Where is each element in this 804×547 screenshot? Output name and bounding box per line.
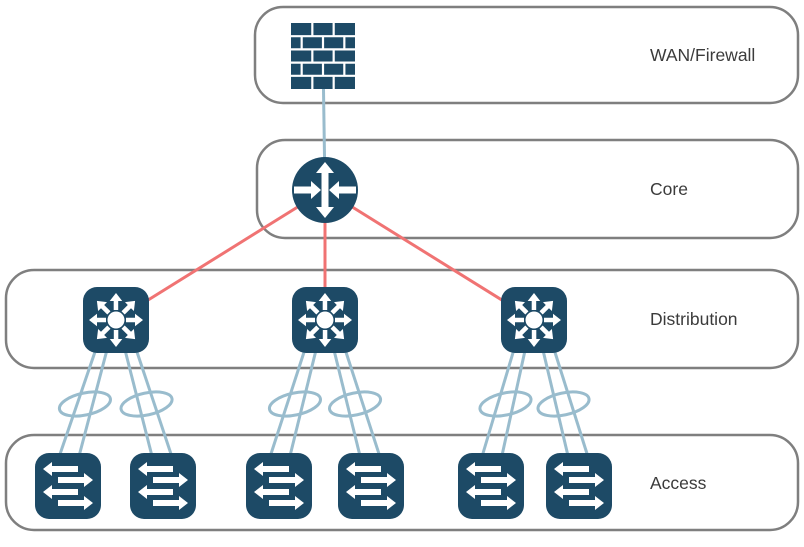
trunk-link-dist-switch-2-access-switch-3 [287,345,319,461]
trunk-link-dist-switch-3-access-switch-5 [479,345,517,461]
trunk-link-dist-switch-3-access-switch-6 [540,345,571,461]
trunk-link-dist-switch-2-access-switch-4 [331,345,363,461]
firewall [291,23,355,89]
access-switch-6 [546,453,612,519]
dist-switch-3 [501,287,567,353]
layer-band-wan [253,5,800,105]
etherchannel-loop-icon [328,390,383,418]
etherchannel-loop-icon [536,390,591,418]
access-switch-2 [130,453,196,519]
access-switch-4 [338,453,404,519]
access-switch-icon [35,453,101,519]
router-icon [292,157,358,223]
etherchannel-loop-icon [478,390,533,418]
access-switch-icon [458,453,524,519]
trunk-link-dist-switch-3-access-switch-5 [499,345,528,461]
multilayer-switch-icon [501,287,567,353]
trunk-link-dist-switch-1-access-switch-2 [133,345,175,461]
etherchannel-loop-icon [57,390,112,418]
layer-band-core [255,138,800,240]
dist-switch-2 [292,287,358,353]
link-core-router-dist-switch-1 [115,188,326,322]
band-label-access: Access [650,472,707,493]
access-switch-1 [35,453,101,519]
etherchannel-loop-icon [267,390,322,418]
access-switch-5 [458,453,524,519]
access-switch-icon [546,453,612,519]
access-switch-3 [246,453,312,519]
trunk-link-dist-switch-1-access-switch-2 [122,345,155,461]
access-switch-icon [130,453,196,519]
trunk-link-dist-switch-2-access-switch-3 [267,345,308,461]
access-switch-icon [246,453,312,519]
band-label-core: Core [650,179,688,199]
multilayer-switch-icon [292,287,358,353]
links-layer [56,55,591,461]
band-label-distribution: Distribution [650,309,738,329]
layer-band-distribution [4,268,800,370]
multilayer-switch-icon [83,287,149,353]
firewall-icon [291,23,355,89]
dist-switch-1 [83,287,149,353]
trunk-link-dist-switch-2-access-switch-4 [342,345,383,461]
access-switch-icon [338,453,404,519]
core-router [292,157,358,223]
band-label-wan-firewall: WAN/Firewall [650,45,756,65]
trunk-link-dist-switch-1-access-switch-1 [56,345,99,461]
etherchannel-loop-icon [119,390,174,418]
trunk-link-dist-switch-3-access-switch-6 [551,345,591,461]
trunk-link-dist-switch-1-access-switch-1 [76,345,110,461]
link-core-router-dist-switch-3 [324,188,535,322]
